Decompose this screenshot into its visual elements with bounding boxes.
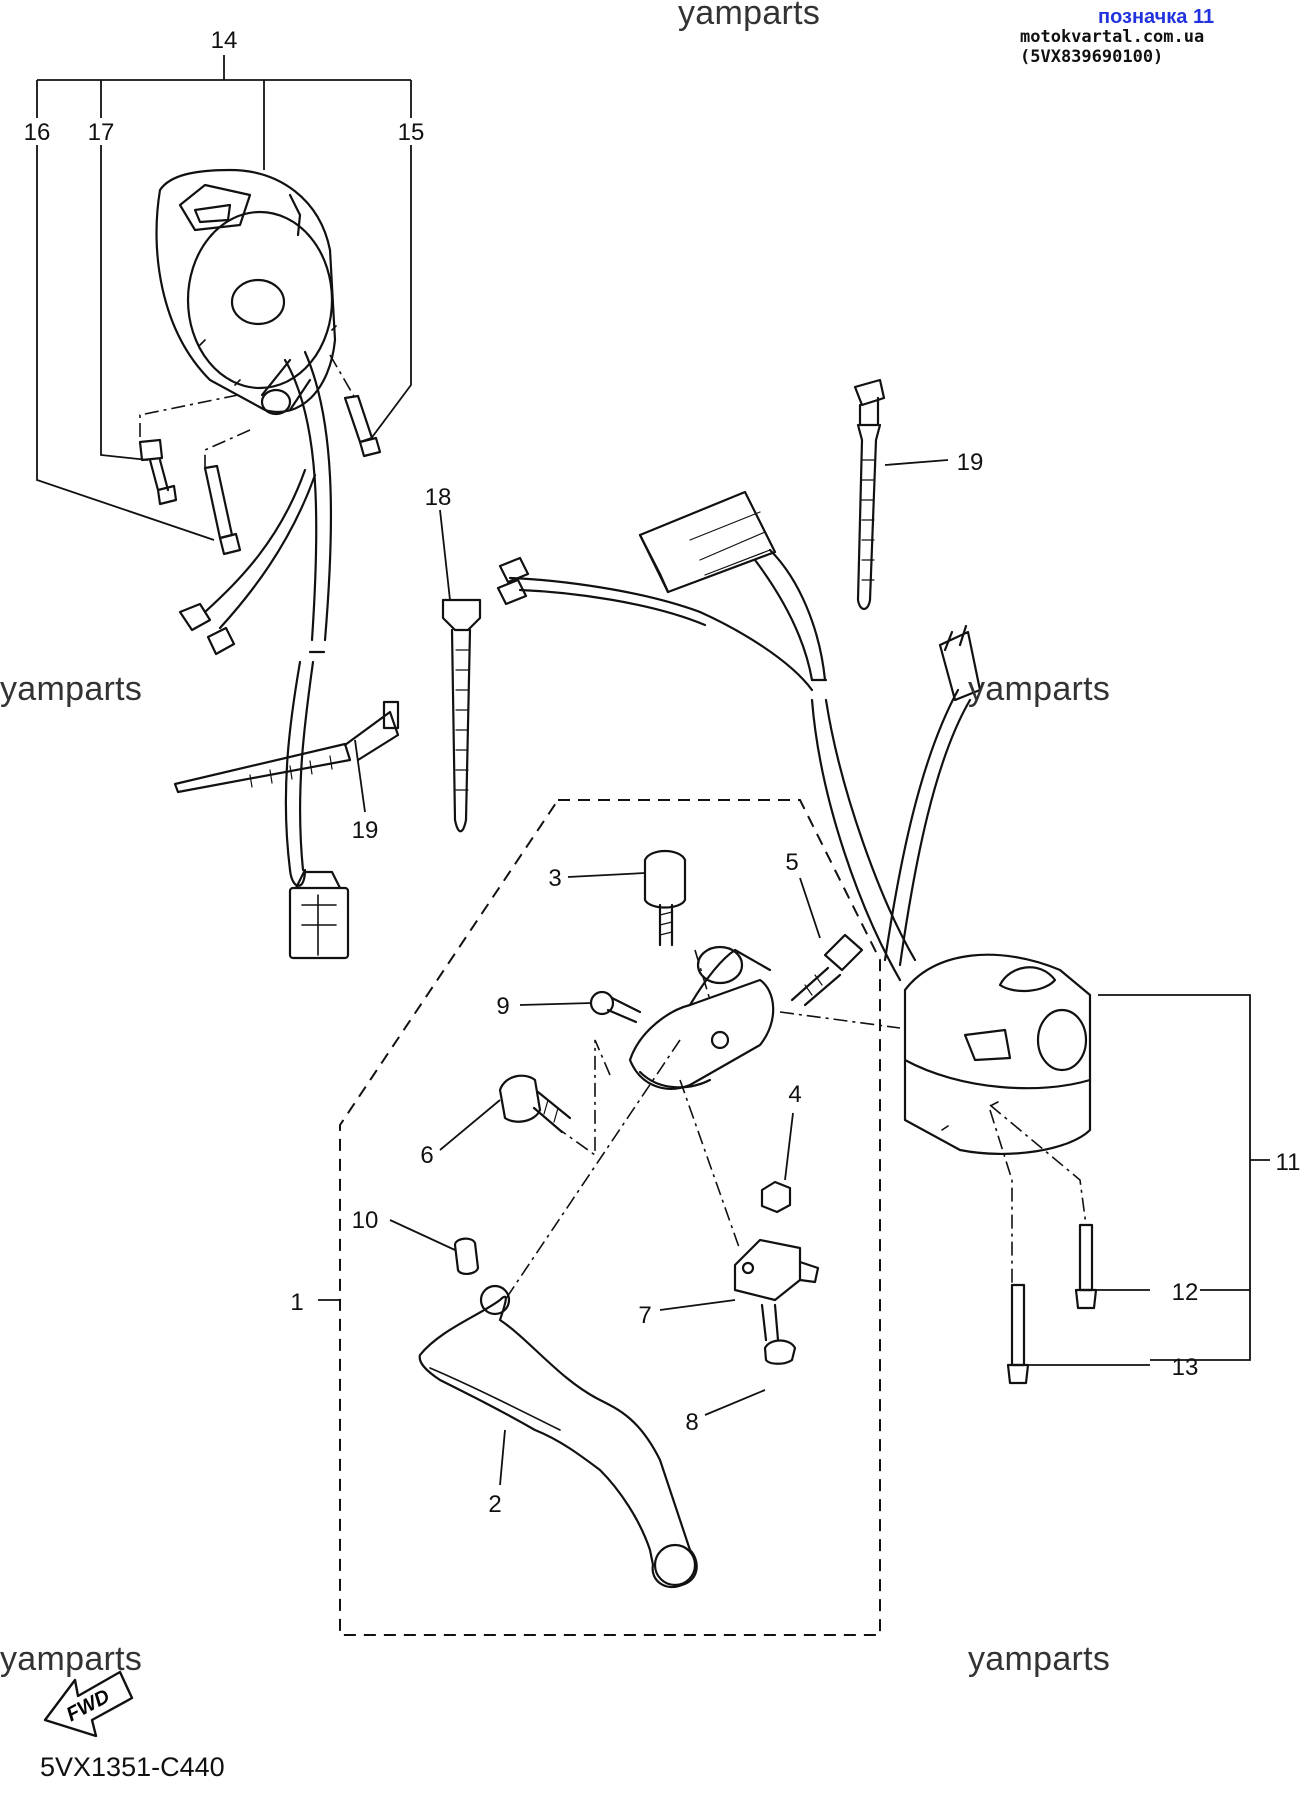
nut-4 (760, 1180, 792, 1214)
diagram-code: 5VX1351-C440 (40, 1752, 225, 1782)
collar-10 (453, 1237, 480, 1275)
callout-11: 11 (1276, 1149, 1301, 1176)
callout-7: 7 (638, 1302, 651, 1329)
lever-bracket (628, 945, 775, 1090)
watermark-right-middle: yamparts (968, 670, 1111, 708)
callout-2: 2 (488, 1491, 501, 1518)
left-switch-harness (178, 350, 350, 960)
callout-14: 14 (211, 27, 238, 54)
cable-tie-center (441, 598, 482, 833)
badge-title: позначка 11 (1098, 6, 1215, 28)
watermark-right-bottom: yamparts (968, 1640, 1111, 1678)
callout-5: 5 (785, 849, 798, 876)
cable-tie-right (853, 378, 886, 611)
callout-4: 4 (788, 1081, 801, 1108)
callout-12: 12 (1172, 1279, 1199, 1306)
screw-8 (760, 1303, 797, 1365)
screw-5 (790, 933, 864, 1007)
watermark-left-bottom: yamparts (0, 1640, 143, 1678)
watermark-left-middle: yamparts (0, 670, 143, 708)
screws-left-switch (138, 394, 382, 556)
callout-3: 3 (548, 865, 561, 892)
badge-source: motokvartal.com.ua (5VX839690100) (1020, 27, 1205, 67)
callout-18: 18 (425, 484, 452, 511)
clutch-lever-2 (418, 1284, 698, 1589)
callout-6: 6 (420, 1142, 433, 1169)
screws-right-switch (1006, 1223, 1098, 1385)
callout-9: 9 (496, 993, 509, 1020)
forward-arrow: FWD (43, 1670, 134, 1738)
callout-15: 15 (398, 119, 425, 146)
left-handlebar-switch (155, 168, 337, 416)
callout-1: 1 (290, 1289, 303, 1316)
callout-10: 10 (352, 1207, 379, 1234)
screw-9 (589, 990, 642, 1024)
lever-assembly-boundary (339, 799, 881, 1636)
callout-8: 8 (685, 1409, 698, 1436)
right-switch-harness (496, 490, 982, 982)
bolt-3 (643, 849, 687, 947)
callout-19-right: 19 (957, 449, 984, 476)
callout-19-left: 19 (352, 817, 379, 844)
bolt-6 (498, 1074, 572, 1134)
callout-16: 16 (24, 119, 51, 146)
clutch-switch-7 (733, 1238, 820, 1302)
cable-tie-left (173, 700, 400, 794)
callout-13: 13 (1172, 1354, 1199, 1381)
right-handlebar-switch (903, 953, 1092, 1156)
watermark-top: yamparts (678, 0, 821, 32)
callout-17: 17 (88, 119, 115, 146)
